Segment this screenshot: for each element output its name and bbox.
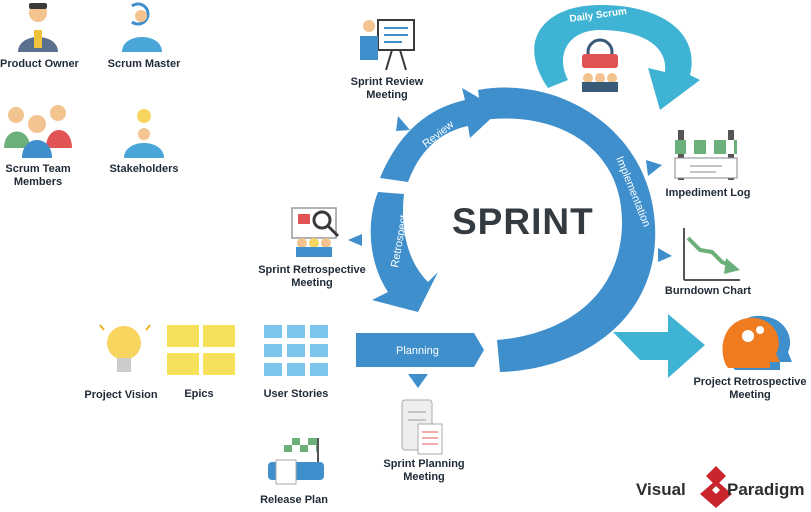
retrospect-arc: [370, 192, 438, 312]
sprint-review-label-2: Meeting: [366, 89, 408, 101]
scrum-team-label-2: Members: [13, 176, 63, 188]
scrum-team-icon: [4, 105, 72, 158]
sprint-retrospective-icon: [291, 207, 340, 257]
project-arrow: [613, 314, 705, 378]
scrum-master-icon: [122, 2, 162, 52]
project-retrospective-icon: [722, 315, 792, 370]
sprint-retro-label-1: Sprint Retrospective: [258, 264, 366, 276]
implementation-arc: [478, 87, 656, 372]
impediment-log-label: Impediment Log: [665, 187, 751, 199]
stakeholders-label: Stakeholders: [109, 163, 179, 175]
burndown-chart-label: Burndown Chart: [664, 285, 752, 297]
impediment-log-icon: [674, 130, 738, 180]
planning-label: Planning: [396, 345, 439, 357]
epics-icon: [167, 325, 235, 375]
project-retro-label-2: Meeting: [729, 389, 771, 401]
pointer-impediment: [646, 160, 662, 176]
visual-paradigm-logo-icon: [700, 466, 732, 508]
release-plan-label: Release Plan: [260, 494, 328, 506]
daily-scrum-loop: [534, 5, 700, 110]
pointer-burndown: [658, 248, 672, 262]
product-owner-label: Product Owner: [0, 58, 79, 70]
sprint-title: SPRINT: [452, 201, 594, 242]
pointer-retro: [348, 234, 362, 246]
sprint-review-icon: [360, 19, 415, 71]
burndown-chart-icon: [683, 228, 740, 281]
product-owner-icon: [18, 3, 58, 52]
sprint-retro-label-2: Meeting: [291, 277, 333, 289]
brand-visual: Visual: [636, 480, 686, 499]
user-stories-icon: [264, 325, 328, 376]
release-plan-icon: [268, 438, 324, 485]
scrum-master-label: Scrum Master: [107, 58, 181, 70]
daily-scrum-team-icon: [582, 38, 618, 92]
brand-paradigm: Paradigm: [727, 480, 805, 499]
stakeholders-icon: [124, 109, 164, 158]
sprint-planning-label-2: Meeting: [403, 471, 445, 483]
review-arc: [380, 88, 500, 182]
sprint-planning-icon: [401, 399, 443, 455]
pointer-review: [396, 116, 410, 131]
user-stories-label: User Stories: [263, 388, 329, 400]
project-vision-label: Project Vision: [84, 389, 158, 401]
project-retro-label-1: Project Retrospective: [693, 376, 807, 388]
project-vision-icon: [99, 324, 151, 372]
pointer-planning: [408, 374, 428, 388]
epics-label: Epics: [184, 388, 214, 400]
sprint-review-label-1: Sprint Review: [350, 76, 424, 88]
sprint-planning-label-1: Sprint Planning: [383, 458, 465, 470]
scrum-team-label-1: Scrum Team: [5, 163, 71, 175]
planning-bar: [356, 333, 484, 367]
